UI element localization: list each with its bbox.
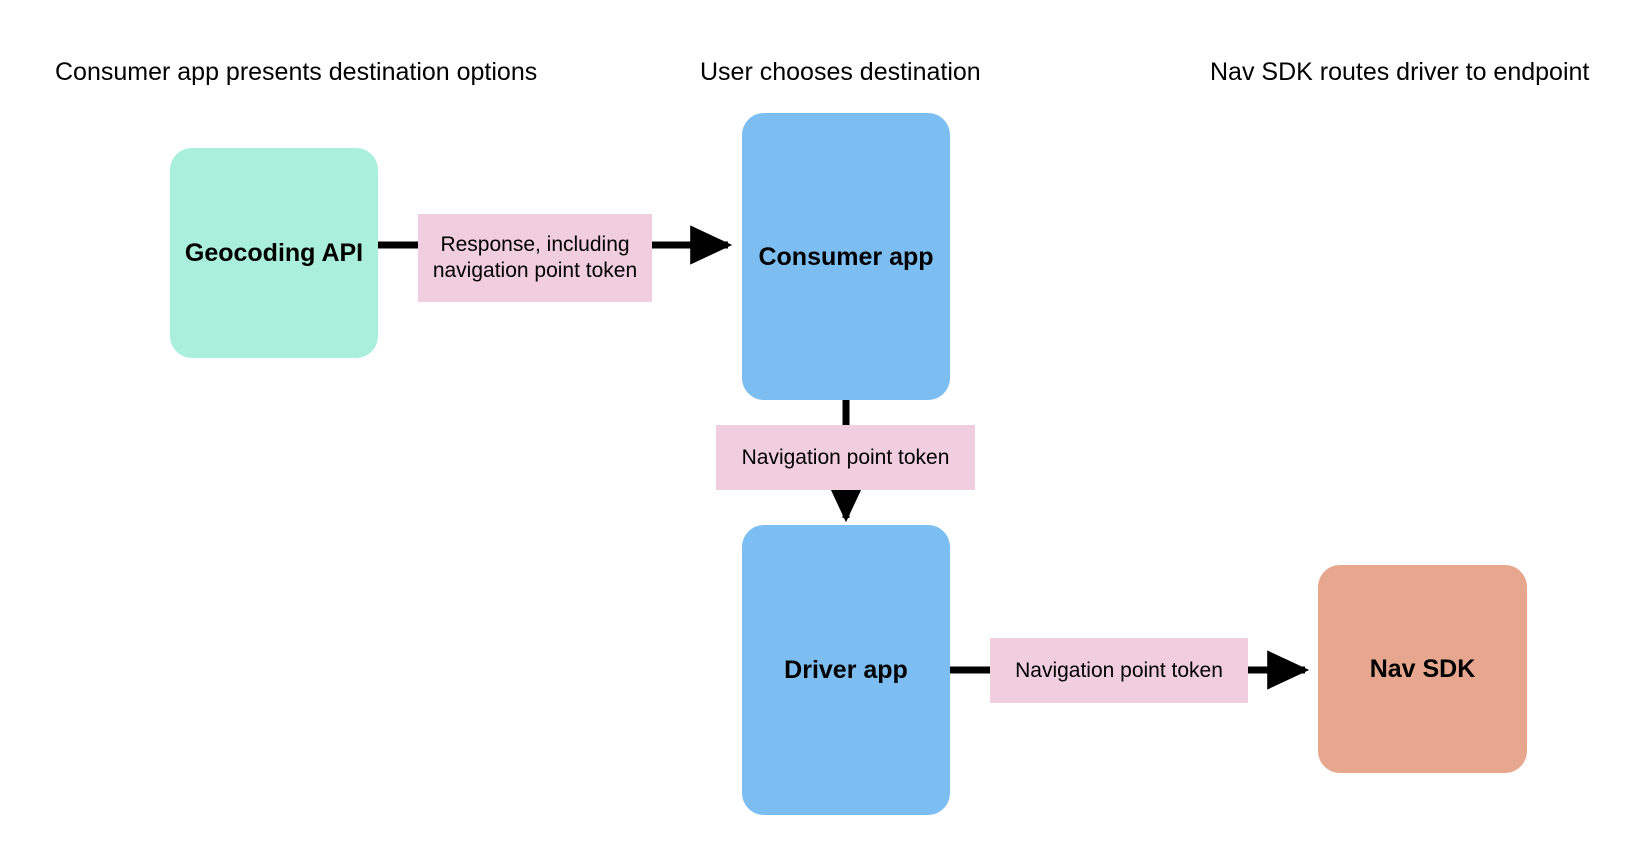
node-label-consumer-app: Consumer app [758, 242, 934, 271]
edge-label-text-navigation-point-token-driver-to-navsdk: Navigation point token [1015, 658, 1223, 682]
edge-label-text-response-including-navigation-point-token: Response, including navigation point tok… [432, 233, 638, 282]
column-header-consumer-app-presents-destination-options: Consumer app presents destination option… [55, 58, 538, 86]
edge-label-text-navigation-point-token-consumer-to-driver: Navigation point token [741, 445, 950, 469]
edge-label-navigation-point-token-driver-to-navsdk: Navigation point token [990, 638, 1248, 703]
column-header-nav-sdk-routes-driver-to-endpoint: Nav SDK routes driver to endpoint [1210, 58, 1590, 86]
edge-label-navigation-point-token-consumer-to-driver: Navigation point token [716, 425, 975, 490]
edge-label-response-including-navigation-point-token: Response, including navigation point tok… [418, 214, 652, 302]
node-consumer-app[interactable]: Consumer app [742, 113, 950, 400]
node-label-driver-app: Driver app [784, 656, 908, 684]
node-nav-sdk[interactable]: Nav SDK [1318, 565, 1527, 773]
node-driver-app[interactable]: Driver app [742, 525, 950, 815]
node-label-geocoding-api: Geocoding API [184, 239, 364, 267]
column-header-user-chooses-destination: User chooses destination [700, 58, 981, 86]
node-geocoding-api[interactable]: Geocoding API [170, 148, 378, 358]
node-label-nav-sdk: Nav SDK [1369, 655, 1476, 683]
